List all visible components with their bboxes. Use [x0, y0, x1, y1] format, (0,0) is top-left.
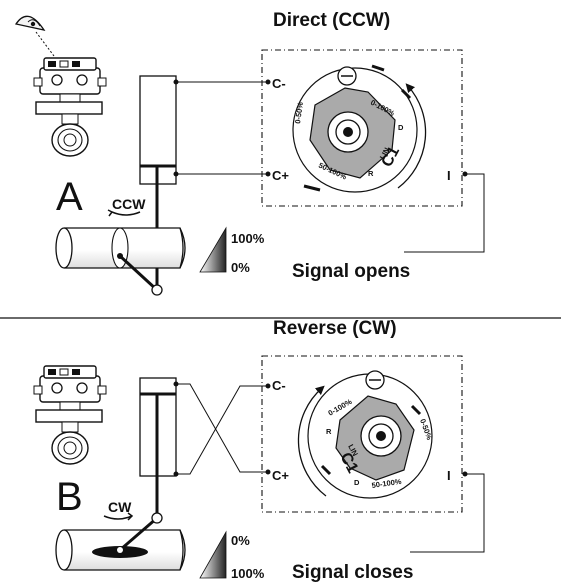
cam-dial — [307, 370, 433, 499]
cylinder — [139, 75, 177, 290]
scale-bottom: 0% — [231, 260, 250, 275]
terminal-c-plus: C+ — [272, 468, 289, 483]
ccw-small-arrow — [111, 211, 141, 216]
signal-wedge — [199, 530, 227, 579]
ccw-rotation-arrow — [397, 83, 427, 189]
cw-small-arrow — [103, 515, 133, 520]
terminal-c-minus: C- — [272, 378, 286, 393]
terminal-c-minus: C- — [272, 76, 286, 91]
positioner-box — [261, 49, 463, 207]
cam-dial — [292, 64, 418, 193]
letter-a: A — [56, 175, 83, 219]
valve-actuator-icon — [33, 365, 107, 465]
reverse-panel: Reverse (CW) — [33, 318, 485, 583]
direct-title: Direct (CCW) — [273, 10, 390, 31]
positioner-box — [261, 355, 463, 513]
wiring — [173, 79, 485, 253]
pipe — [55, 227, 186, 296]
terminal-i: I — [447, 468, 451, 483]
dial-range-b: 50-100% — [371, 477, 402, 490]
signal-label: Signal opens — [292, 261, 410, 282]
letter-b: B — [56, 475, 83, 519]
terminal-i: I — [447, 168, 451, 183]
eye-icon — [14, 15, 55, 57]
signal-wedge — [199, 226, 227, 273]
scale-top: 0% — [231, 533, 250, 548]
cw-label: CW — [108, 499, 132, 515]
cylinder — [139, 377, 177, 518]
dial-letter-d: D — [398, 123, 404, 132]
dial-letter-d: D — [354, 478, 360, 487]
direct-panel: Direct (CCW) — [14, 10, 485, 296]
valve-actuator-icon — [33, 57, 107, 157]
terminal-c-plus: C+ — [272, 168, 289, 183]
dial-letter-r: R — [368, 169, 374, 178]
scale-bottom: 100% — [231, 566, 265, 581]
signal-label: Signal closes — [292, 562, 413, 583]
cw-rotation-arrow — [297, 385, 327, 497]
scale-top: 100% — [231, 231, 265, 246]
wiring-crossed — [173, 381, 485, 553]
dial-letter-r: R — [326, 427, 332, 436]
ccw-label: CCW — [112, 196, 146, 212]
dial-range-c: 0-50% — [293, 101, 305, 124]
pipe — [55, 512, 186, 571]
reverse-title: Reverse (CW) — [273, 318, 397, 339]
